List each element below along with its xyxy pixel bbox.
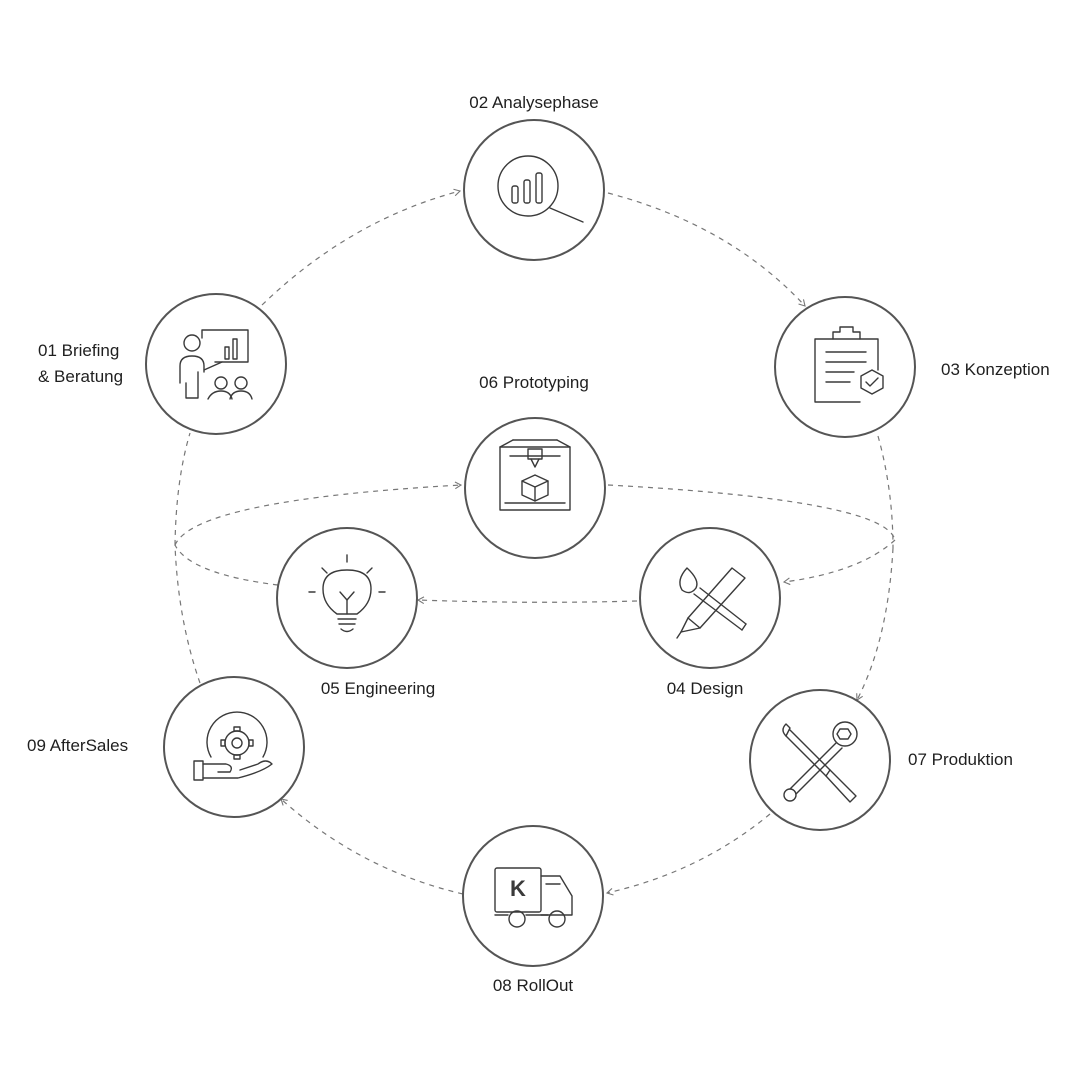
connector-05-to-ring [174, 544, 279, 586]
wrench-screwdriver-icon [782, 721, 858, 803]
step-05-label: 05 Engineering [320, 679, 436, 698]
step-01-node [145, 293, 287, 435]
connector-04-to-05 [416, 596, 638, 605]
connector-01-to-02 [261, 188, 462, 306]
lightbulb-icon [308, 554, 386, 633]
step-09-label: 09 AfterSales [27, 736, 129, 755]
connector-03-to-ring [877, 435, 894, 549]
presentation-icon [179, 329, 253, 400]
step-02-label: 02 Analysephase [469, 93, 599, 112]
step-08-label: 08 RollOut [492, 976, 574, 995]
connector-ring-to-07 [856, 547, 894, 701]
clipboard-check-icon [814, 326, 884, 403]
step-07-label: 07 Produktion [908, 750, 1013, 769]
step-01-label-line1: 01 Briefing [38, 341, 120, 360]
connector-07-to-08 [605, 813, 771, 896]
step-07-node [749, 689, 891, 831]
delivery-truck-icon [494, 867, 573, 928]
step-09-node [163, 676, 305, 818]
truck-logo-letter: K [510, 876, 526, 901]
step-03-label: 03 Konzeption [941, 360, 1050, 379]
connector-08-to-09 [280, 798, 464, 895]
service-hand-gear-icon [193, 711, 273, 781]
connector-ring-to-06 [174, 481, 463, 546]
brush-pen-icon [676, 567, 747, 639]
step-04-node [639, 527, 781, 669]
step-06-node [464, 417, 606, 559]
step-01-label-line2: & Beratung [38, 367, 124, 386]
step-02-node [463, 119, 605, 261]
3d-printer-icon [499, 439, 571, 511]
analytics-search-icon [497, 155, 584, 223]
step-06-label: 06 Prototyping [479, 373, 589, 392]
step-05-node [276, 527, 418, 669]
step-03-node [774, 296, 916, 438]
connector-02-to-03 [607, 192, 806, 307]
connector-06-to-ring [607, 484, 896, 541]
step-04-label: 04 Design [666, 679, 744, 698]
connector-ring-to-01 [174, 432, 191, 546]
step-08-node: K [462, 825, 604, 967]
connector-ring-to-04 [782, 539, 896, 586]
step-01-label: 01 Briefing & Beratung [38, 338, 123, 390]
connector-09-to-ring [174, 544, 201, 684]
